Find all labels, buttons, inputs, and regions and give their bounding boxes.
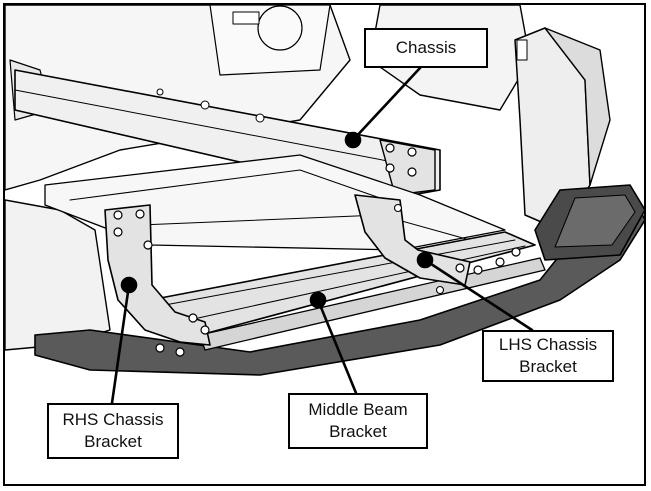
middle-beam-leader-dot xyxy=(309,291,327,309)
chassis-callout-text: Chassis xyxy=(395,38,457,57)
chassis-leader-dot xyxy=(344,131,362,149)
rhs-leader-dot xyxy=(120,276,138,294)
lhs-chassis-bracket-callout: LHS Chassis Bracket xyxy=(482,330,614,382)
middle-beam-callout-line-1: Middle Beam xyxy=(308,400,408,419)
middle-beam-leader-line xyxy=(316,298,358,395)
rhs-leader-line xyxy=(110,283,131,405)
leader-lines xyxy=(110,66,534,405)
lhs-chassis-bracket xyxy=(354,194,471,286)
lhs-callout-line-1: LHS Chassis xyxy=(498,335,598,354)
rhs-chassis-bracket xyxy=(104,204,211,346)
chassis-callout: Chassis xyxy=(364,28,488,68)
rhs-chassis-bracket-callout: RHS Chassis Bracket xyxy=(47,403,179,459)
rhs-callout-line-1: RHS Chassis xyxy=(62,410,164,429)
lhs-callout-line-2: Bracket xyxy=(519,357,577,376)
middle-beam-callout-line-2: Bracket xyxy=(329,422,387,441)
spare-wheel-well xyxy=(209,5,331,76)
rhs-callout-line-2: Bracket xyxy=(84,432,142,451)
middle-beam-bracket-callout: Middle Beam Bracket xyxy=(288,393,428,449)
lhs-leader-dot xyxy=(416,251,434,269)
lhs-leader-line xyxy=(423,258,534,332)
chassis-leader-line xyxy=(351,66,422,142)
